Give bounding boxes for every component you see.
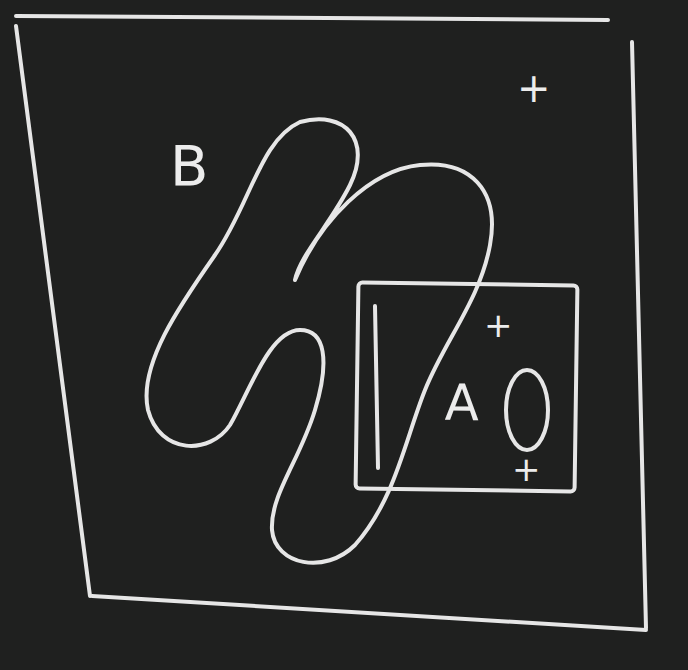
blob-region: B: [140, 110, 520, 570]
chalk-stroke: [147, 119, 492, 562]
chalk-stroke: [16, 16, 608, 20]
chalk-letter: +: [517, 68, 551, 108]
chalk-mark: +: [512, 452, 541, 486]
outer-region: + B A: [10, 10, 660, 640]
chalk-stroke: [632, 42, 646, 628]
vertical-stroke: [375, 306, 378, 468]
chalk-letter: B: [170, 138, 208, 194]
chalk-letter: A: [444, 378, 479, 428]
small-oval: [506, 370, 548, 450]
chalk-stroke: [92, 596, 646, 630]
chalk-mark: +: [484, 308, 513, 342]
rect-region: A: [354, 280, 580, 493]
chalk-stroke: [16, 26, 90, 596]
outer-region-outline: [10, 10, 660, 640]
